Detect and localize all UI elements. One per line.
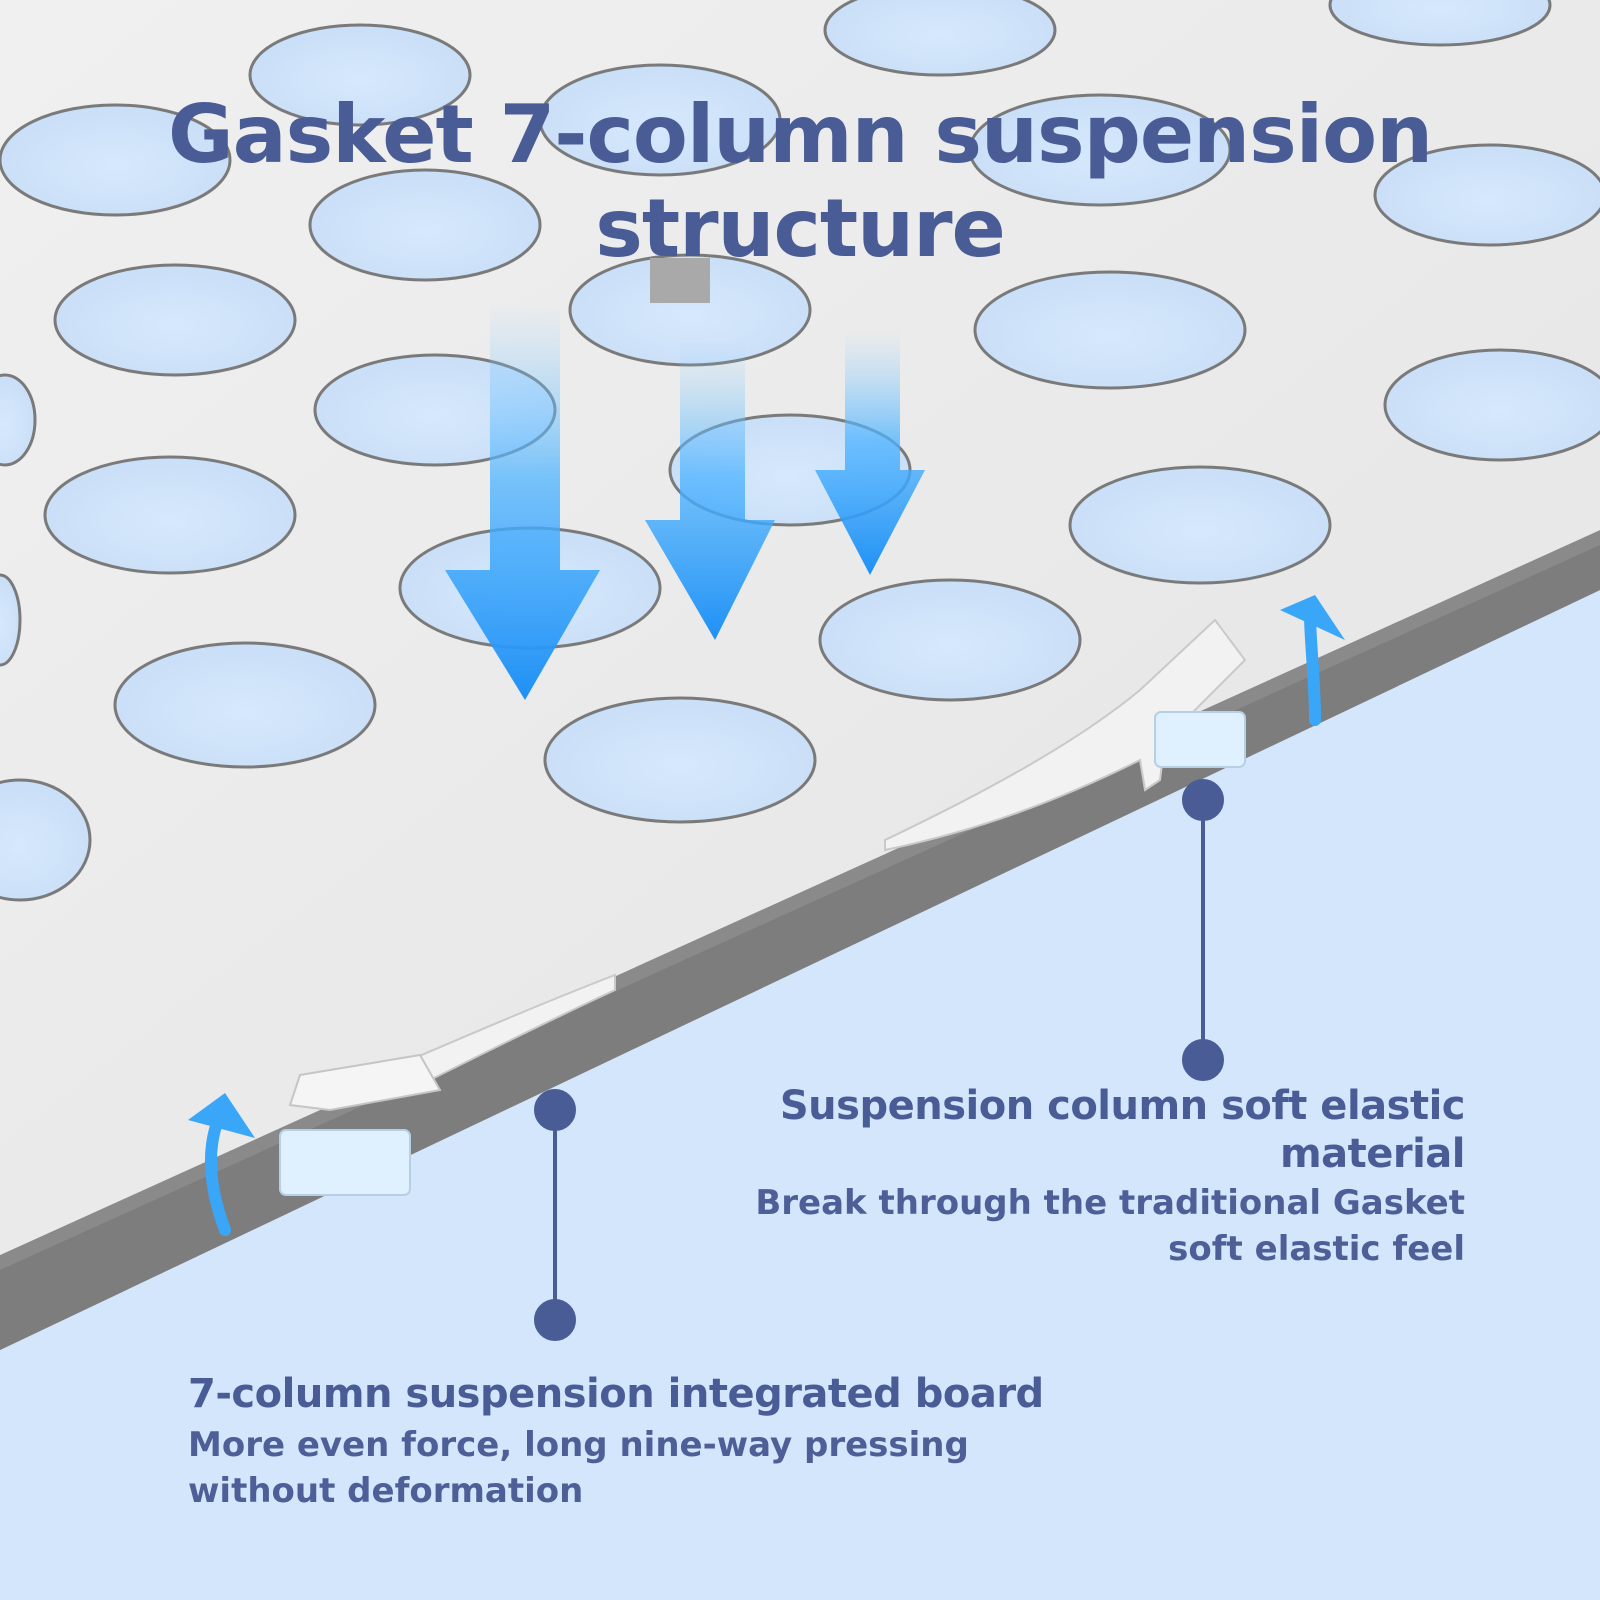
callout-board-text: More even force, long nine-way pressing …: [188, 1425, 969, 1511]
callout-integrated-board: 7-column suspension integrated board Mor…: [188, 1370, 1188, 1514]
leader-line-right: [1182, 779, 1224, 1081]
callout-elastic-heading: Suspension column soft elastic material: [779, 1083, 1466, 1177]
callout-elastic-material: Suspension column soft elastic material …: [700, 1082, 1465, 1272]
suspension-column-right: [884, 618, 1247, 852]
callout-elastic-text: Break through the traditional Gasket sof…: [755, 1183, 1465, 1269]
leader-line-left: [534, 1089, 576, 1341]
title-line-1: Gasket 7-column suspension: [167, 88, 1433, 181]
pressure-arrows: [445, 300, 925, 700]
callout-board-heading: 7-column suspension integrated board: [188, 1371, 1044, 1417]
suspension-column-left: [279, 973, 616, 1196]
title-line-2: structure: [595, 182, 1006, 275]
page-title: Gasket 7-column suspension structure: [0, 88, 1600, 276]
